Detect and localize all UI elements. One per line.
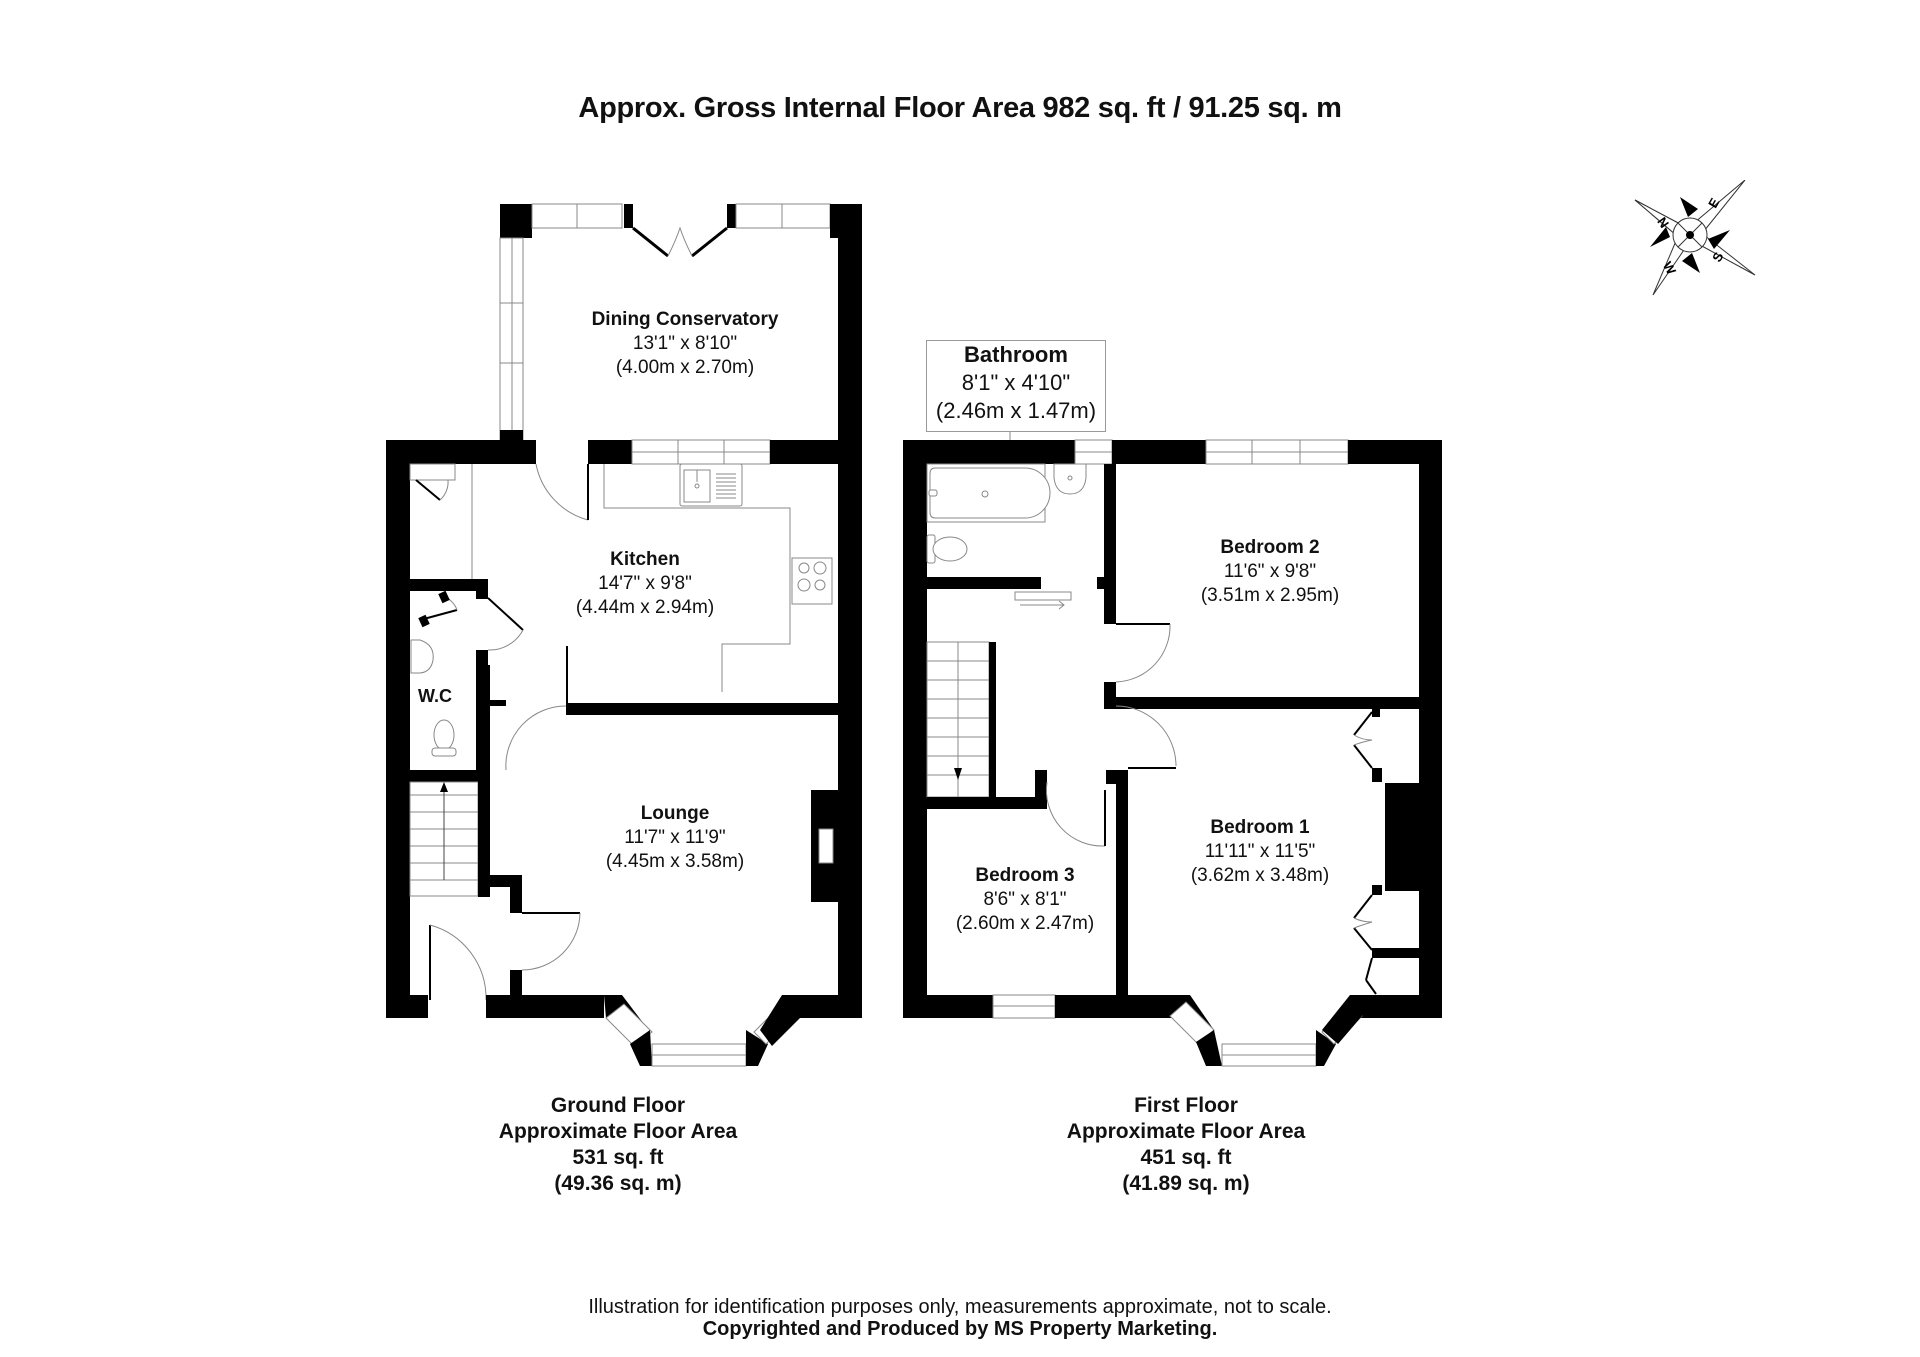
room-imperial: 8'1" x 4'10" — [961, 370, 1071, 395]
room-bedroom-1: Bedroom 1 11'11" x 11'5" (3.62m x 3.48m) — [1150, 816, 1370, 888]
room-name: Bedroom 1 — [1210, 817, 1310, 838]
room-bathroom: Bathroom 8'1" x 4'10" (2.46m x 1.47m) — [926, 340, 1106, 432]
floor-area-sqft: 451 sq. ft — [1140, 1146, 1232, 1169]
room-imperial: 14'7" x 9'8" — [598, 573, 692, 594]
room-metric: (4.45m x 3.58m) — [605, 851, 745, 872]
floor-area-sqft: 531 sq. ft — [572, 1146, 664, 1169]
floor-name: First Floor — [1134, 1094, 1238, 1117]
compass-rose-icon: N E S W — [1634, 180, 1756, 296]
room-metric: (2.60m x 2.47m) — [955, 913, 1095, 934]
room-kitchen: Kitchen 14'7" x 9'8" (4.44m x 2.94m) — [540, 548, 750, 620]
disclaimer-text: Illustration for identification purposes… — [588, 1296, 1332, 1318]
first-floor-summary: First Floor Approximate Floor Area 451 s… — [1026, 1093, 1346, 1197]
floor-area-label: Approximate Floor Area — [498, 1120, 738, 1143]
room-name: Bedroom 3 — [975, 865, 1075, 886]
room-metric: (3.51m x 2.95m) — [1200, 585, 1340, 606]
floor-area-sqm: (49.36 sq. m) — [554, 1172, 682, 1195]
room-imperial: 11'6" x 9'8" — [1223, 561, 1317, 582]
room-dining-conservatory: Dining Conservatory 13'1" x 8'10" (4.00m… — [560, 308, 810, 380]
first-floor-plan — [903, 430, 1442, 1067]
gross-area-title: Approx. Gross Internal Floor Area 982 sq… — [578, 92, 1342, 124]
room-name: Kitchen — [610, 549, 680, 570]
room-imperial: 8'6" x 8'1" — [983, 889, 1067, 910]
room-name: Bedroom 2 — [1220, 537, 1320, 558]
footer: Illustration for identification purposes… — [0, 1296, 1920, 1340]
room-metric: (2.46m x 1.47m) — [935, 398, 1097, 423]
room-imperial: 13'1" x 8'10" — [632, 333, 738, 354]
floor-area-sqm: (41.89 sq. m) — [1122, 1172, 1250, 1195]
room-bedroom-2: Bedroom 2 11'6" x 9'8" (3.51m x 2.95m) — [1160, 536, 1380, 608]
room-name: Lounge — [640, 803, 710, 824]
room-metric: (4.44m x 2.94m) — [575, 597, 715, 618]
room-wc: W.C — [418, 686, 452, 706]
floor-area-label: Approximate Floor Area — [1066, 1120, 1306, 1143]
room-lounge: Lounge 11'7" x 11'9" (4.45m x 3.58m) — [570, 802, 780, 874]
room-bedroom-3: Bedroom 3 8'6" x 8'1" (2.60m x 2.47m) — [930, 864, 1120, 936]
room-imperial: 11'11" x 11'5" — [1204, 841, 1316, 862]
room-metric: (4.00m x 2.70m) — [615, 357, 755, 378]
room-name: Dining Conservatory — [591, 309, 779, 330]
ground-floor-summary: Ground Floor Approximate Floor Area 531 … — [458, 1093, 778, 1197]
room-imperial: 11'7" x 11'9" — [624, 827, 726, 848]
ground-floor-plan — [386, 203, 862, 1067]
floor-name: Ground Floor — [550, 1094, 686, 1117]
room-metric: (3.62m x 3.48m) — [1190, 865, 1330, 886]
copyright-text: Copyrighted and Produced by MS Property … — [702, 1318, 1218, 1340]
room-name: Bathroom — [964, 342, 1068, 367]
